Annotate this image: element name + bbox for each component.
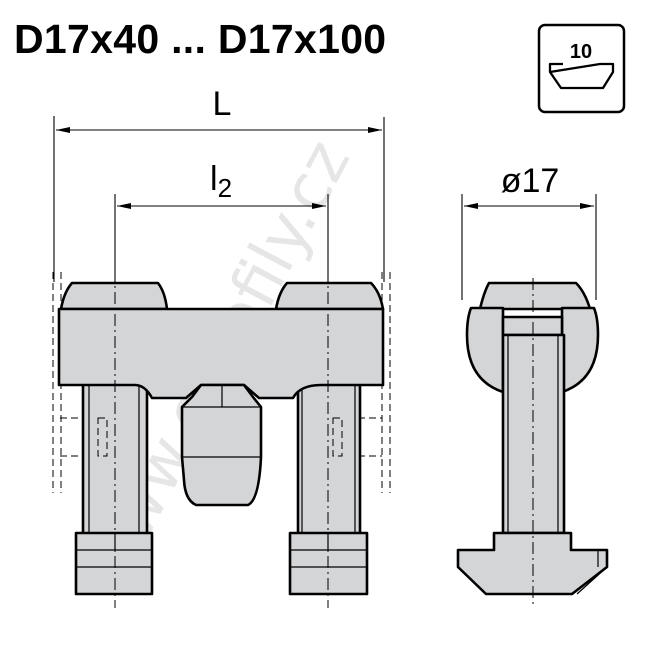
page-title: D17x40 ... D17x100: [14, 16, 387, 62]
dimension-l2: l2: [114, 160, 329, 282]
slot-size-label: 10: [570, 41, 592, 63]
dimension-diameter: ø17: [461, 162, 597, 300]
front-view: [52, 270, 391, 608]
dimension-l2-label: l2: [210, 160, 232, 203]
slot-10-icon: 10: [537, 23, 626, 114]
side-view: [456, 278, 609, 608]
dimension-diameter-label: ø17: [501, 162, 560, 200]
dimension-L: L: [53, 85, 385, 282]
dimension-L-label: L: [213, 85, 232, 123]
